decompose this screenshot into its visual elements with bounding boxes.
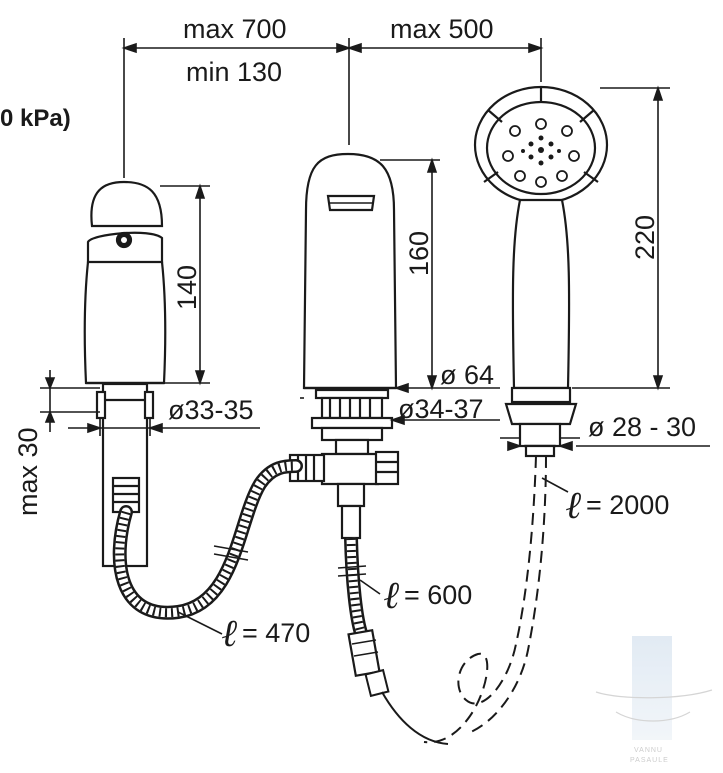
shower-nozzles xyxy=(502,118,580,188)
spout xyxy=(288,152,400,540)
dimension-lines-left xyxy=(40,183,260,436)
dim-220: 220 xyxy=(630,215,660,260)
hose-symbol-600: ℓ xyxy=(384,575,400,617)
watermark-line1: VANNU xyxy=(634,747,663,754)
dim-d-33-35: ø33-35 xyxy=(168,395,254,425)
dim-max-30: max 30 xyxy=(13,427,43,516)
dim-max-700: max 700 xyxy=(183,14,287,44)
dim-min-130: min 130 xyxy=(186,57,282,87)
hose-length-600: = 600 xyxy=(404,580,472,610)
watermark-logo: VANNU PASAULE xyxy=(595,636,713,764)
hose-length-470: = 470 xyxy=(242,618,310,648)
dimension-lines-top xyxy=(121,38,544,178)
leader-470 xyxy=(177,611,223,635)
watermark-line2: PASAULE xyxy=(630,757,669,764)
dim-d-28-30: ø 28 - 30 xyxy=(588,412,696,442)
hose-symbol-2000: ℓ xyxy=(566,485,582,527)
hose-470 xyxy=(112,459,303,620)
hose-2000-dashed xyxy=(423,455,547,744)
hose-length-2000: = 2000 xyxy=(586,490,669,520)
dimension-lines-right xyxy=(500,85,710,452)
hand-shower xyxy=(473,85,609,458)
dim-140: 140 xyxy=(172,265,202,310)
dim-d-34-37: ø34-37 xyxy=(398,394,484,424)
hose-symbol-470: ℓ xyxy=(222,613,238,655)
hose-600 xyxy=(337,537,449,745)
leader-2000 xyxy=(541,477,569,493)
dimension-lines-center xyxy=(300,157,500,426)
leader-600 xyxy=(359,579,381,595)
dim-max-500: max 500 xyxy=(390,14,494,44)
dim-d-64: ø 64 xyxy=(440,360,494,390)
pressure-label: 0 kPa) xyxy=(0,105,71,132)
mixer-valve-body xyxy=(83,180,167,568)
dim-160: 160 xyxy=(404,231,434,276)
